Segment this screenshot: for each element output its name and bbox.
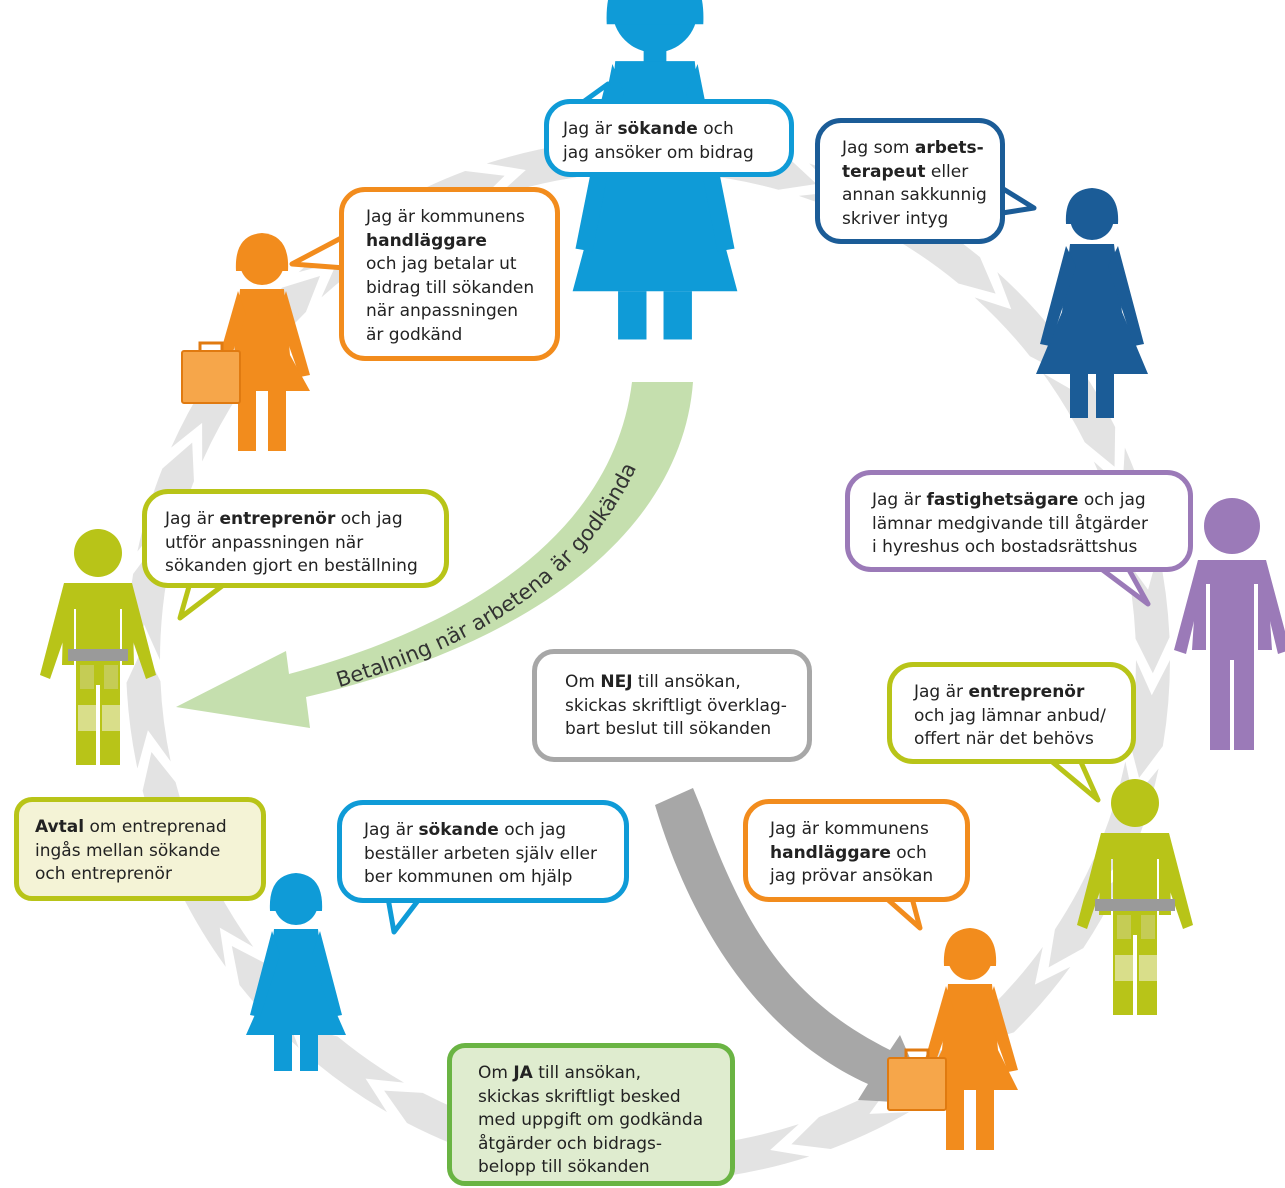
decision-ja-box: Om JA till ansökan, skickas skriftligt be…	[447, 1043, 735, 1186]
text-line: Jag som arbets-	[842, 138, 984, 158]
text-line: åtgärder och bidrags-	[478, 1133, 663, 1154]
woman-briefcase-figure-icon	[181, 233, 310, 451]
cycle-arrow-segment	[300, 1026, 404, 1113]
text-line: handläggare och	[770, 842, 927, 863]
decision-arrow	[655, 788, 930, 1104]
text-line: jag prövar ansökan	[770, 866, 934, 886]
text-line: Om NEJ till ansökan,	[565, 672, 741, 692]
text-line: Avtal om entreprenad	[35, 817, 227, 837]
text-line: ingås mellan sökande	[35, 840, 221, 861]
text-line: sökanden gjort en beställning	[165, 556, 418, 576]
text-line: och entreprenör	[35, 864, 172, 884]
text-line: skriver intyg	[842, 208, 949, 229]
woman-figure-icon	[1036, 188, 1148, 418]
speech-bubble-handlaggare-top: Jag är kommunens handläggare och jag betal…	[339, 187, 560, 361]
text-line: handläggare	[366, 230, 487, 251]
worker-figure-icon	[1077, 779, 1193, 1015]
decision-nej-box: Om NEJ till ansökan, skickas skriftligt ö…	[532, 649, 812, 762]
text-line: skickas skriftligt besked	[478, 1086, 681, 1107]
man-figure-icon	[1174, 498, 1285, 750]
text-line: Jag är sökande och jag	[364, 820, 567, 840]
text-line: Om JA till ansökan,	[478, 1063, 642, 1083]
text-line: Jag är entreprenör	[914, 682, 1085, 702]
text-line: ber kommunen om hjälp	[364, 867, 573, 887]
text-line: Jag är kommunens	[366, 207, 525, 227]
text-line: Jag är entreprenör och jag	[165, 509, 403, 529]
speech-bubble-sokande-top: Jag är sökande och jag ansöker om bidrag	[544, 99, 794, 177]
woman-figure-icon	[246, 873, 346, 1071]
speech-bubble-sokande-bottom: Jag är sökande och jag beställer arbeten …	[337, 800, 629, 903]
cycle-arrow-segment	[126, 646, 171, 769]
worker-figure-icon	[40, 529, 156, 765]
text-line: Jag är fastighetsägare och jag	[872, 490, 1146, 510]
text-line: med uppgift om godkända	[478, 1110, 704, 1130]
text-line: utför anpassningen när	[165, 532, 364, 553]
speech-bubble-entreprenor-right: Jag är entreprenör och jag lämnar anbud/o…	[887, 662, 1136, 764]
speech-bubble-entreprenor-left: Jag är entreprenör och jag utför anpassni…	[142, 489, 449, 588]
speech-bubble-fastighetsagare: Jag är fastighetsägare och jag lämnar med…	[845, 470, 1193, 572]
text-line: Jag är sökande och	[563, 119, 734, 139]
cycle-arrow-segment	[892, 207, 996, 294]
text-line: i hyreshus och bostadsrättshus	[872, 537, 1138, 557]
text-line: offert när det behövs	[914, 729, 1094, 749]
text-line: annan sakkunnig	[842, 185, 987, 205]
text-line: terapeut eller	[842, 161, 969, 182]
woman-briefcase-figure-icon	[887, 928, 1018, 1150]
text-line: när anpassningen	[366, 301, 518, 321]
cycle-arrow-segment	[1129, 660, 1170, 778]
text-line: och jag lämnar anbud/	[914, 705, 1106, 726]
speech-bubble-arbetsterapeut: Jag som arbets-terapeut eller annan sakku…	[815, 118, 1005, 244]
text-line: beställer arbeten själv eller	[364, 843, 597, 864]
text-line: bart beslut till sökanden	[565, 719, 772, 739]
text-line: skickas skriftligt överklag-	[565, 695, 787, 716]
text-line: lämnar medgivande till åtgärder	[872, 513, 1148, 534]
contract-avtal-box: Avtal om entreprenad ingås mellan sökande…	[14, 797, 266, 901]
text-line: jag ansöker om bidrag	[563, 142, 754, 163]
speech-bubble-handlaggare-bottom: Jag är kommunens handläggare och jag pröva…	[743, 799, 970, 902]
cycle-arrow-segment	[974, 272, 1065, 374]
text-line: är godkänd	[366, 324, 463, 345]
text-line: bidrag till sökanden	[366, 277, 535, 298]
text-line: belopp till sökanden	[478, 1157, 650, 1177]
text-line: Jag är kommunens	[770, 819, 929, 839]
text-line: och jag betalar ut	[366, 254, 517, 274]
